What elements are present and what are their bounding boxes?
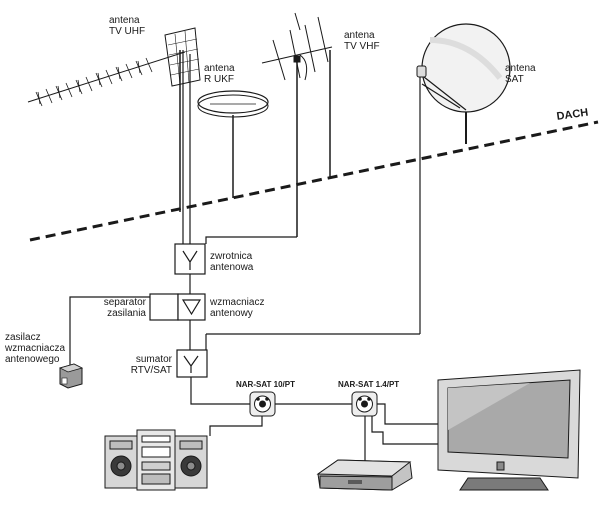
diplexer-label-line2: antenowa — [210, 262, 254, 273]
uhf-antenna — [27, 27, 201, 212]
amplifier-label: wzmacniacz antenowy — [210, 297, 264, 319]
power-supply-label-line1: zasilacz — [5, 332, 41, 343]
socket2-label: NAR-SAT 1.4/PT — [338, 380, 399, 389]
socket-nar-sat-10 — [249, 391, 276, 417]
roof-line — [29, 120, 599, 242]
socket1-label: NAR-SAT 10/PT — [236, 380, 295, 389]
sat-dish — [205, 23, 511, 350]
uhf-label-line2: TV UHF — [109, 26, 146, 37]
sat-antenna-label: antena SAT — [505, 63, 536, 85]
stereo-system — [104, 429, 208, 491]
separator-label-line2: zasilania — [107, 308, 146, 319]
diplexer-box — [174, 243, 206, 275]
sat-label-line1: antena — [505, 63, 536, 74]
uhf-label-line1: antena — [109, 15, 140, 26]
cable-power — [69, 296, 150, 366]
vhf-antenna — [261, 12, 333, 237]
r-ukf-antenna — [197, 90, 269, 198]
r-ukf-label-line1: antena — [204, 63, 235, 74]
amplifier-box — [149, 293, 206, 321]
diplexer-label: zwrotnica antenowa — [210, 251, 253, 273]
cable-to-stereo — [209, 416, 263, 436]
separator-label: separator zasilania — [86, 297, 146, 319]
vhf-label-line1: antena — [344, 30, 375, 41]
tv-set — [437, 369, 581, 491]
cable-combiner-socket — [190, 377, 250, 405]
combiner-label-line2: RTV/SAT — [130, 365, 172, 376]
vhf-label-line2: TV VHF — [344, 41, 380, 52]
r-ukf-label-line2: R UKF — [204, 74, 234, 85]
combiner-label-line1: sumator — [135, 354, 172, 365]
sat-receiver — [316, 459, 413, 491]
socket-nar-sat-1-4 — [351, 391, 378, 417]
power-supply-label: zasilacz wzmacniacza antenowego — [5, 332, 65, 365]
diplexer-label-line1: zwrotnica — [210, 251, 253, 262]
socket1-label-text: NAR-SAT 10/PT — [236, 380, 295, 389]
cables-to-tv — [364, 403, 438, 462]
amplifier-label-line2: antenowy — [210, 308, 253, 319]
power-supply-label-line3: antenowego — [5, 354, 60, 365]
socket2-label-text: NAR-SAT 1.4/PT — [338, 380, 400, 389]
uhf-antenna-label: antena TV UHF — [109, 15, 145, 37]
separator-label-line1: separator — [103, 297, 146, 308]
combiner-label: sumator RTV/SAT — [112, 354, 172, 376]
amplifier-label-line1: wzmacniacz — [210, 297, 265, 308]
r-ukf-antenna-label: antena R UKF — [204, 63, 235, 85]
vhf-antenna-label: antena TV VHF — [344, 30, 380, 52]
antenna-cables — [182, 50, 297, 244]
power-supply-device — [58, 363, 84, 389]
power-supply-label-line2: wzmacniacza — [5, 343, 66, 354]
combiner-box — [176, 349, 208, 378]
sat-label-line2: SAT — [505, 74, 524, 85]
